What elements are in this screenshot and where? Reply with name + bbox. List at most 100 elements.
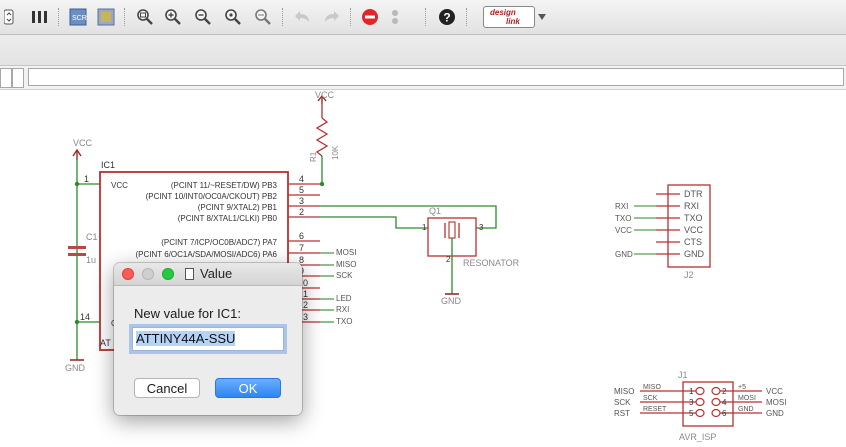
command-button[interactable] bbox=[0, 68, 12, 88]
go-icon[interactable] bbox=[390, 7, 400, 27]
r1-value: 10K bbox=[331, 145, 340, 160]
pin-number: 14 bbox=[80, 312, 90, 322]
ic1-pin-label: (PCINT 9/XTAL2) PB1 bbox=[198, 203, 278, 212]
ic1-pin-label: (PCINT 7/ICP/OC0B/ADC7) PA7 bbox=[161, 238, 277, 247]
net-label: RXI bbox=[615, 202, 628, 211]
header-j1[interactable]: J1 1 2 3 4 5 6 MISO SCK RESET +5 MOSI GN… bbox=[614, 370, 786, 442]
net-label: RST bbox=[614, 409, 630, 418]
schematic-icon[interactable] bbox=[30, 7, 50, 27]
net-label: MOSI bbox=[766, 398, 786, 407]
q1-name: Q1 bbox=[429, 206, 441, 216]
j1-pin-number: 6 bbox=[722, 409, 727, 418]
net-label: TXO bbox=[615, 214, 631, 223]
j1-pin-number: 5 bbox=[689, 409, 694, 418]
net-label: TXO bbox=[336, 317, 352, 326]
ic1-vcc-pin: VCC bbox=[111, 181, 128, 190]
j1-pin-number: 1 bbox=[689, 387, 694, 396]
value-input[interactable]: ATTINY44A-SSU bbox=[132, 327, 284, 351]
capacitor-c1[interactable]: C1 1u bbox=[68, 232, 98, 265]
header-j2[interactable]: J2 DTR RXI TXO VCC CTS GND RXI TXO VCC G… bbox=[615, 184, 711, 280]
net-label: MISO bbox=[614, 387, 634, 396]
pin-number: 5 bbox=[299, 185, 304, 195]
command-history-button[interactable] bbox=[12, 68, 24, 88]
net-label: SCK bbox=[614, 398, 631, 407]
command-input[interactable] bbox=[28, 68, 844, 86]
pin-number: 2 bbox=[303, 300, 308, 310]
zoom-out-icon[interactable] bbox=[193, 7, 213, 27]
value-prompt: New value for IC1: bbox=[134, 306, 241, 321]
minimize-icon[interactable] bbox=[142, 268, 154, 280]
resonator-q1[interactable]: Q1 RESONATOR 1 2 3 GND bbox=[320, 205, 520, 306]
command-bar bbox=[0, 66, 846, 90]
ic1-pin-label: (PCINT 10/INT0/OC0A/CKOUT) PB2 bbox=[146, 192, 278, 201]
pin-number: 3 bbox=[303, 312, 308, 322]
ic1-pin-label: (PCINT 6/OC1A/SDA/MOSI/ADC6) PA6 bbox=[135, 250, 277, 259]
zoom-fit-icon[interactable] bbox=[135, 7, 155, 27]
net-label: MISO bbox=[336, 260, 356, 269]
ic1-part-label: AT bbox=[100, 338, 111, 348]
net-label: VCC bbox=[615, 226, 632, 235]
designlink-button[interactable]: design link bbox=[483, 6, 535, 28]
vcc-top-label: VCC bbox=[315, 90, 335, 100]
j2-name: J2 bbox=[684, 270, 694, 280]
j2-pin: CTS bbox=[684, 237, 702, 247]
resistor-r1[interactable]: VCC R1 10K bbox=[309, 90, 340, 187]
j1-pin-number: 2 bbox=[722, 387, 727, 396]
zoom-in-icon[interactable] bbox=[163, 7, 183, 27]
pin-number: 3 bbox=[299, 196, 304, 206]
value-dialog: Value New value for IC1: ATTINY44A-SSU C… bbox=[114, 263, 302, 415]
j1-pin-label: +5 bbox=[738, 384, 746, 391]
j2-pin: DTR bbox=[684, 189, 703, 199]
undo-icon[interactable] bbox=[293, 7, 313, 27]
j1-pin-label: GND bbox=[738, 406, 754, 413]
q1-pin: 1 bbox=[422, 223, 427, 232]
net-label: RXI bbox=[336, 305, 349, 314]
svg-text:SCR: SCR bbox=[72, 15, 87, 22]
pin-number: 8 bbox=[299, 255, 304, 265]
q1-pin: 2 bbox=[446, 255, 451, 264]
pin-number: 7 bbox=[299, 243, 304, 253]
net-label: SCK bbox=[336, 271, 353, 280]
j1-pin-number: 4 bbox=[722, 398, 727, 407]
c1-value: 1u bbox=[86, 255, 96, 265]
dialog-titlebar[interactable]: Value bbox=[114, 263, 302, 286]
pin-number: 1 bbox=[303, 289, 308, 299]
parameter-toolbar bbox=[0, 35, 846, 66]
dialog-title: Value bbox=[200, 266, 233, 281]
pin-number: 2 bbox=[299, 207, 304, 217]
ic1-pin-label: (PCINT 11/~RESET/DW) PB3 bbox=[171, 181, 278, 190]
layers-icon[interactable] bbox=[4, 7, 14, 27]
value-input-text: ATTINY44A-SSU bbox=[136, 331, 236, 346]
j1-name: J1 bbox=[678, 370, 688, 380]
cancel-button[interactable]: Cancel bbox=[134, 378, 200, 398]
c1-name: C1 bbox=[86, 232, 98, 242]
zoom-select-icon[interactable] bbox=[223, 7, 243, 27]
board-icon[interactable]: SCR bbox=[68, 7, 88, 27]
redraw-icon[interactable] bbox=[253, 7, 273, 27]
schematic-icon[interactable] bbox=[96, 7, 116, 27]
j1-pin-label: MOSI bbox=[738, 395, 756, 402]
schematic-canvas[interactable]: VCC C1 1u GND IC1 AT VCC G (PCINT 11/~RE… bbox=[0, 90, 846, 447]
chevron-down-icon[interactable] bbox=[536, 7, 548, 27]
ic-net-labels bbox=[320, 252, 334, 323]
document-icon bbox=[185, 268, 194, 280]
j2-pin: RXI bbox=[684, 201, 699, 211]
help-icon[interactable]: ? bbox=[437, 7, 457, 27]
close-icon[interactable] bbox=[122, 268, 134, 280]
q1-pin: 3 bbox=[479, 223, 484, 232]
ok-button[interactable]: OK bbox=[215, 378, 281, 398]
ic1-pin-label: (PCINT 8/XTAL1/CLKI) PB0 bbox=[178, 214, 278, 223]
gnd-q1-label: GND bbox=[441, 296, 462, 306]
designlink-label-1: design bbox=[490, 8, 516, 17]
j2-pin: VCC bbox=[684, 225, 704, 235]
net-label: VCC bbox=[766, 387, 783, 396]
pin-number: 1 bbox=[84, 174, 89, 184]
j2-pin: TXO bbox=[684, 213, 703, 223]
ic1-name: IC1 bbox=[101, 160, 115, 170]
pin-number: 0 bbox=[303, 278, 308, 288]
zoom-icon[interactable] bbox=[162, 268, 174, 280]
j1-pin-label: SCK bbox=[643, 395, 658, 402]
net-label: LED bbox=[336, 294, 352, 303]
stop-icon[interactable] bbox=[360, 7, 380, 27]
redo-icon[interactable] bbox=[321, 7, 341, 27]
